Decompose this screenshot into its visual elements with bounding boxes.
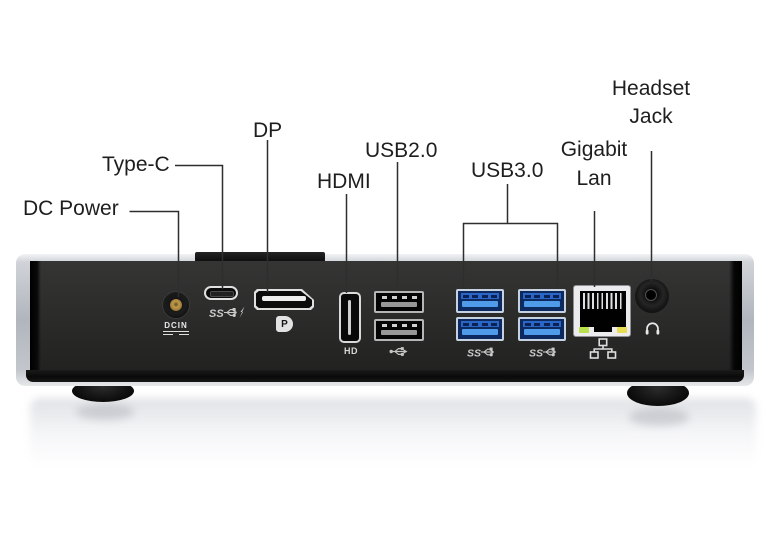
usb2-tongue bbox=[381, 302, 417, 307]
rj45-pins bbox=[583, 293, 623, 309]
usb3-port-bottom-right bbox=[518, 317, 566, 341]
hdmi-slot bbox=[348, 300, 351, 335]
hdmi-port bbox=[339, 292, 361, 343]
usb3-pins bbox=[461, 293, 499, 299]
callout-label-gigabit-lan-line1: Gigabit bbox=[560, 138, 628, 161]
callout-label-usb20: USB2.0 bbox=[365, 139, 438, 162]
callout-label-hdmi: HDMI bbox=[317, 170, 371, 193]
usb3-pins bbox=[523, 293, 561, 299]
callout-label-dc-power: DC Power bbox=[23, 197, 119, 220]
displayport-inner bbox=[256, 291, 312, 308]
type-c-line bbox=[175, 164, 224, 289]
usb2-port-bottom bbox=[374, 319, 424, 341]
dcin-label: DCIN bbox=[159, 321, 193, 335]
lightning-bolt-icon bbox=[239, 306, 245, 318]
superspeed-usb-icon: SS bbox=[467, 348, 494, 359]
foot-reflection bbox=[629, 408, 689, 426]
usb3-pins bbox=[523, 321, 561, 327]
usb3-tongue bbox=[524, 301, 560, 307]
superspeed-text: SS bbox=[467, 348, 481, 359]
usb2-port-top bbox=[374, 291, 424, 313]
callout-label-headset-jack: Headset Jack bbox=[607, 75, 695, 131]
callout-label-usb30: USB3.0 bbox=[471, 159, 544, 182]
usb3-port-top-left bbox=[456, 289, 504, 313]
foot-reflection bbox=[76, 404, 134, 420]
usb2-tongue bbox=[381, 330, 417, 335]
usb-type-c-port bbox=[204, 286, 238, 300]
mini-pc-rear-panel: DCIN SS P bbox=[16, 252, 754, 386]
dc-power-pin bbox=[170, 299, 182, 311]
ethernet-rj45-port bbox=[573, 285, 631, 337]
callout-label-dp: DP bbox=[253, 119, 283, 142]
headset-jack-hole bbox=[645, 289, 657, 301]
top-edge-lip bbox=[195, 252, 325, 263]
headphone-icon bbox=[645, 322, 660, 335]
callout-label-type-c: Type-C bbox=[102, 153, 170, 176]
lan-led-green bbox=[579, 327, 589, 333]
usb2-pins bbox=[376, 296, 422, 299]
displayport-logo-icon: P bbox=[276, 316, 293, 332]
usb3-tongue bbox=[524, 329, 560, 335]
usb3-tongue bbox=[462, 301, 498, 307]
callout-label-headset-line1: Headset bbox=[611, 77, 691, 100]
bottom-edge bbox=[26, 370, 744, 382]
displayport-port bbox=[254, 289, 314, 310]
usb2-pins bbox=[376, 324, 422, 327]
usb3-port-top-right bbox=[518, 289, 566, 313]
callout-label-gigabit-lan: Gigabit Lan bbox=[552, 135, 636, 193]
superspeed-usb-icon: SS bbox=[529, 348, 556, 359]
headset-jack-port bbox=[635, 279, 669, 313]
callout-label-headset-line2: Jack bbox=[629, 105, 673, 128]
dcin-underline-dashes bbox=[163, 334, 189, 335]
usb3-tongue bbox=[462, 329, 498, 335]
lan-led-yellow bbox=[617, 327, 627, 333]
dcin-underline bbox=[163, 331, 189, 332]
ethernet-icon bbox=[589, 338, 617, 359]
superspeed-power-icon: SS bbox=[209, 306, 245, 319]
callout-label-gigabit-lan-line2: Lan bbox=[576, 167, 612, 190]
dc-power-jack bbox=[162, 291, 190, 319]
displayport-logo-letter: P bbox=[281, 318, 288, 330]
device-reflection bbox=[30, 398, 756, 486]
usb3-pins bbox=[461, 321, 499, 327]
usb-trident-icon bbox=[389, 347, 408, 357]
hdmi-logo-icon: HD bbox=[344, 346, 358, 356]
rj45-latch-slot bbox=[594, 322, 612, 332]
usb-type-c-slot bbox=[210, 291, 234, 297]
usb3-port-bottom-left bbox=[456, 317, 504, 341]
dc-power-line bbox=[129, 210, 180, 297]
displayport-tongue bbox=[262, 296, 306, 301]
superspeed-text: SS bbox=[209, 308, 224, 319]
rj45-opening bbox=[580, 291, 626, 327]
dcin-text: DCIN bbox=[164, 321, 188, 330]
superspeed-text: SS bbox=[529, 348, 543, 359]
usb30-bracket-line bbox=[462, 184, 559, 289]
